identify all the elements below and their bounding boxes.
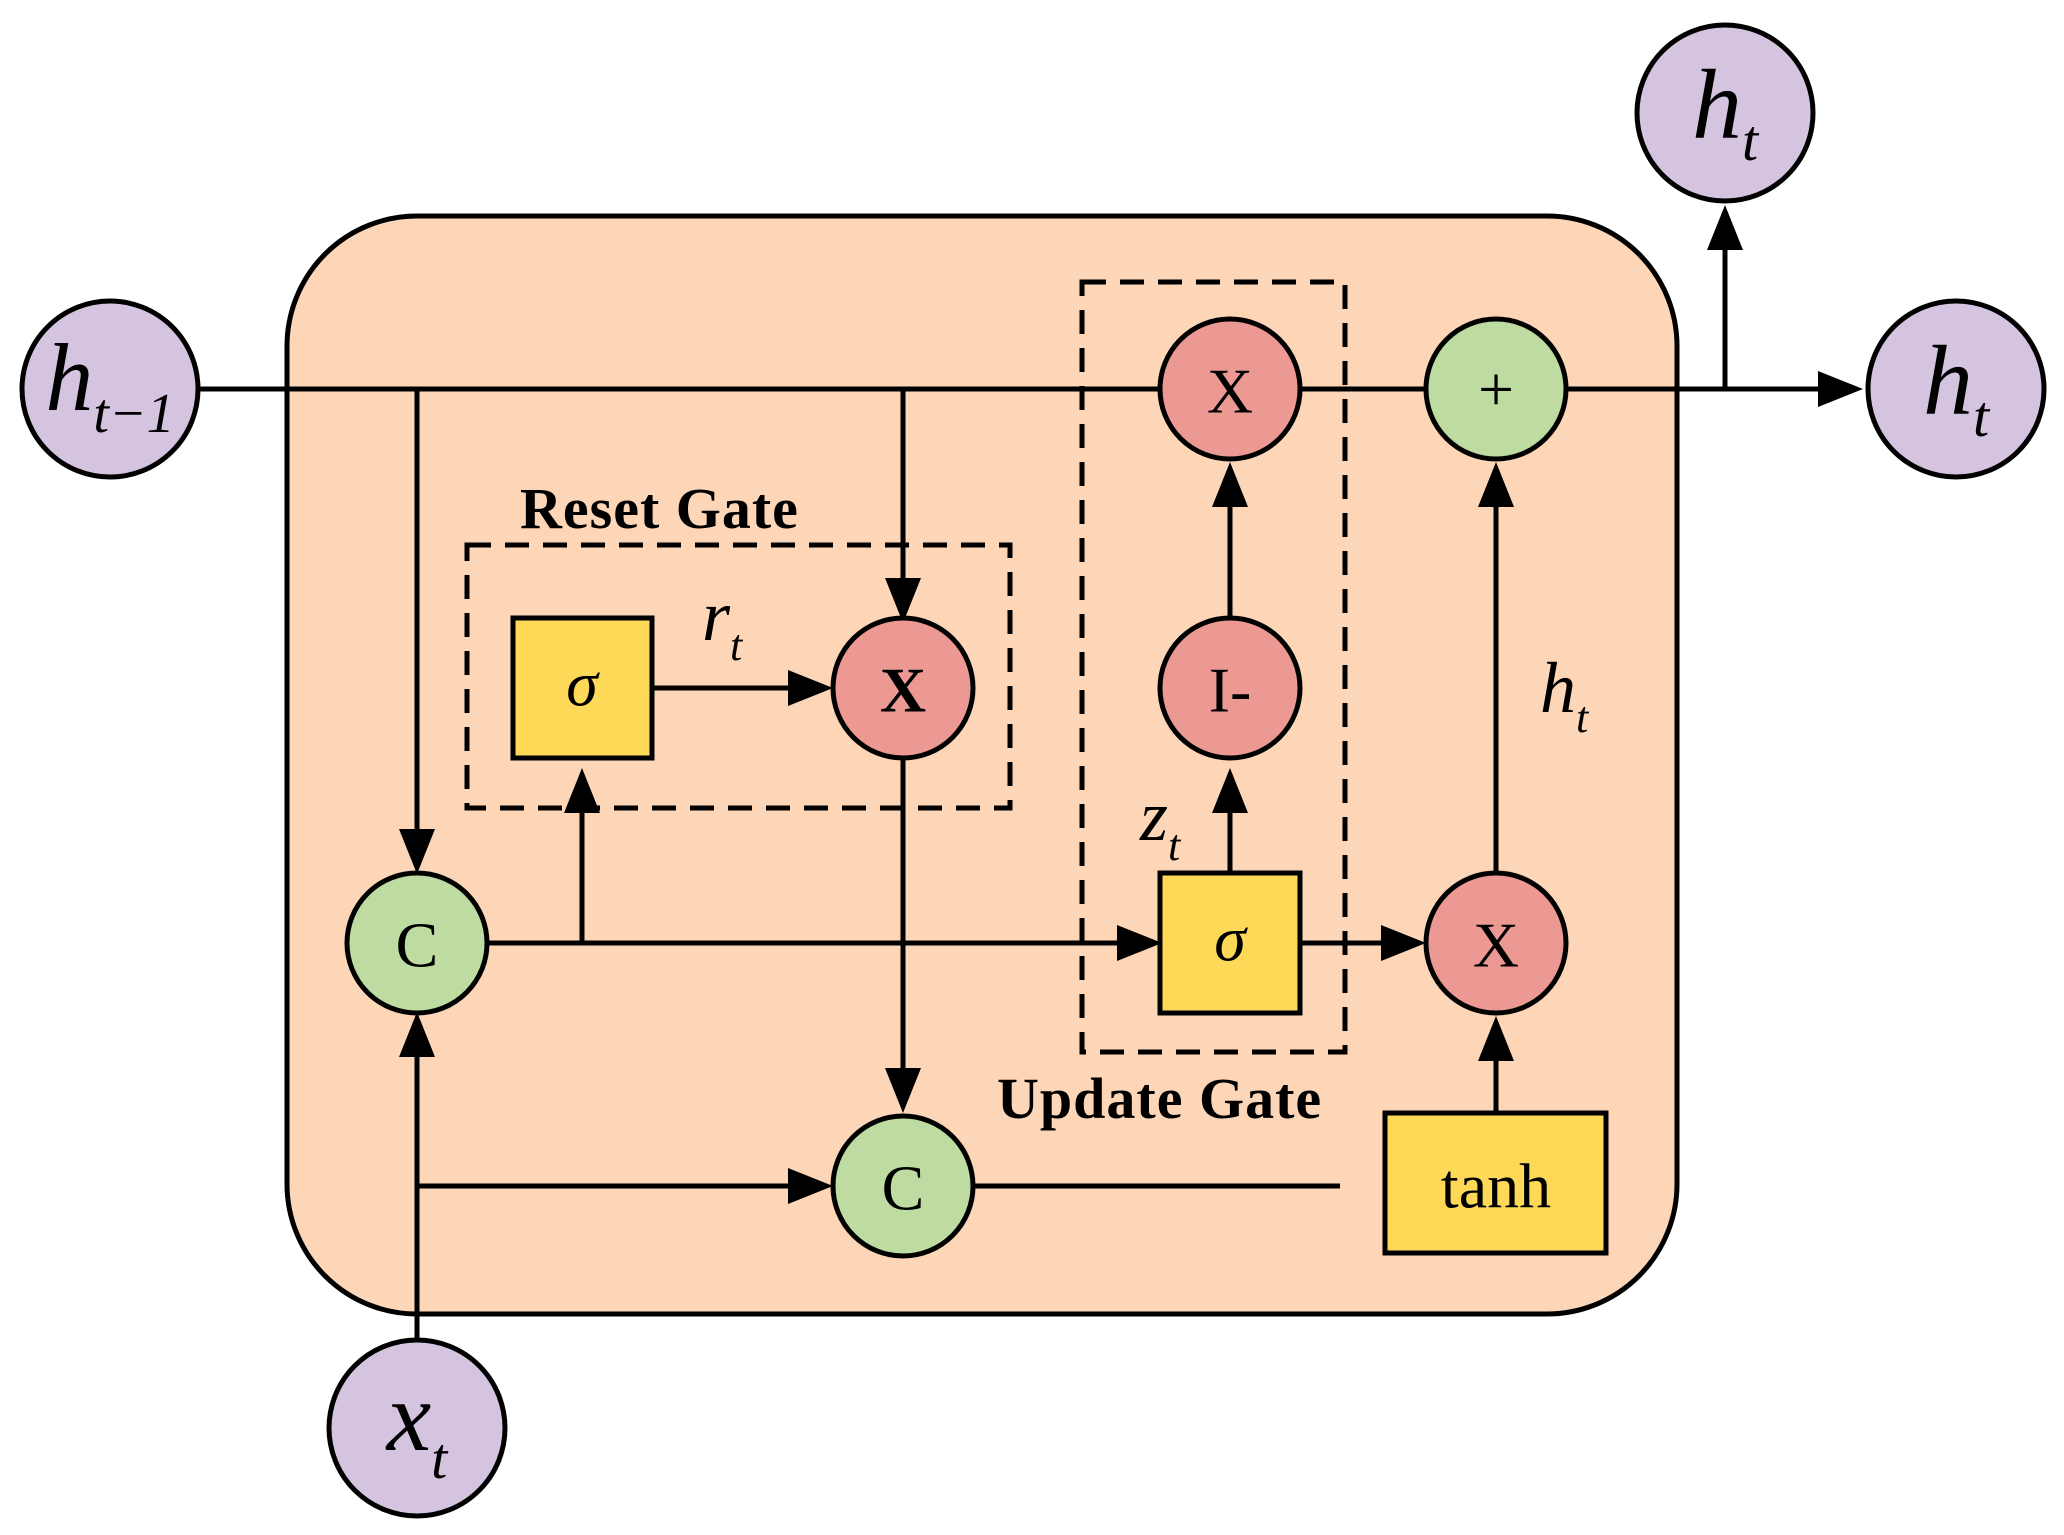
concat-2-circle <box>830 1113 976 1259</box>
arrowhead-to-concat1 <box>399 829 435 874</box>
h-out-top-main: h <box>1692 49 1742 160</box>
arrowhead-to-add <box>1478 462 1514 507</box>
h-out-top-sub: t <box>1742 108 1760 173</box>
arrowhead-to-sigma-reset <box>564 768 600 813</box>
arrowhead-to-one-minus <box>1212 768 1248 813</box>
sigma-update-label: σ <box>1214 904 1248 975</box>
annotation-r-sub: t <box>730 621 744 670</box>
arrowhead-xt-to-concat1 <box>399 1012 435 1057</box>
arrowhead-to-mul-update <box>1381 925 1426 961</box>
node-x-in: xt <box>326 1337 508 1519</box>
arrowhead-to-output-right <box>1818 371 1863 407</box>
annotation-r: rt <box>702 576 744 670</box>
annotation-z: zt <box>1139 776 1182 870</box>
connections <box>197 245 1820 1340</box>
arrowhead-to-mul-reset <box>885 578 921 623</box>
node-sigma-update: σ <box>1157 870 1303 1016</box>
x-in-main: x <box>385 1361 431 1472</box>
annotation-h: ht <box>1540 648 1590 742</box>
one-minus-circle <box>1157 615 1303 761</box>
h-prev-sub: t−1 <box>93 383 174 445</box>
h-out-right-main: h <box>1923 325 1973 436</box>
h-prev-circle <box>19 298 201 480</box>
arrowhead-to-concat2-from-top <box>885 1068 921 1113</box>
node-tanh: tanh <box>1382 1110 1609 1256</box>
node-one-minus: I- <box>1157 615 1303 761</box>
svg-text:ht: ht <box>1923 325 1991 449</box>
add-circle <box>1423 316 1569 462</box>
update-gate-label: Update Gate <box>997 1066 1322 1131</box>
node-concat-2: C <box>830 1113 976 1259</box>
node-h-out-right: ht <box>1865 298 2047 480</box>
arrowhead-to-sigma-update <box>1117 925 1162 961</box>
node-h-out-top: ht <box>1634 22 1816 204</box>
reset-gate-region <box>464 542 1013 811</box>
sigma-reset-box <box>510 615 655 761</box>
node-h-prev: ht−1 <box>19 298 201 480</box>
mul-top-circle <box>1157 316 1303 462</box>
arrowhead-to-mul-reset-from-sigma <box>788 670 833 706</box>
arrowhead-tanh-to-mul-update <box>1478 1016 1514 1061</box>
concat-1-label: C <box>396 910 439 981</box>
h-out-right-circle <box>1865 298 2047 480</box>
node-sigma-reset: σ <box>510 615 655 761</box>
node-add: + <box>1423 316 1569 462</box>
annotation-h-sub: t <box>1576 693 1590 742</box>
tanh-box <box>1382 1110 1609 1256</box>
annotation-h-main: h <box>1540 648 1576 728</box>
tanh-label: tanh <box>1441 1151 1551 1222</box>
node-concat-1: C <box>344 870 490 1016</box>
svg-text:ht−1: ht−1 <box>45 324 174 445</box>
mul-top-label: X <box>1207 356 1253 427</box>
arrowhead-to-mul-top <box>1212 462 1248 507</box>
h-out-right-sub: t <box>1973 384 1991 449</box>
update-gate-region <box>1079 279 1348 1055</box>
sigma-reset-label: σ <box>566 649 600 720</box>
add-label: + <box>1478 354 1514 425</box>
concat-2-label: C <box>882 1153 925 1224</box>
arrowheads <box>399 205 1863 1204</box>
concat-1-circle <box>344 870 490 1016</box>
node-mul-update: X <box>1423 870 1569 1016</box>
mul-reset-label: X <box>880 655 926 726</box>
mul-reset-circle <box>830 615 976 761</box>
x-in-sub: t <box>431 1426 449 1491</box>
annotation-r-main: r <box>702 576 731 656</box>
gru-cell-background <box>284 213 1680 1317</box>
annotation-z-sub: t <box>1168 821 1182 870</box>
x-in-circle <box>326 1337 508 1519</box>
arrowhead-to-output-top <box>1707 205 1743 250</box>
svg-text:xt: xt <box>385 1361 449 1491</box>
mul-update-circle <box>1423 870 1569 1016</box>
h-prev-main: h <box>45 324 93 431</box>
node-mul-top: X <box>1157 316 1303 462</box>
svg-text:ht: ht <box>1692 49 1760 173</box>
node-mul-reset: X <box>830 615 976 761</box>
annotation-z-main: z <box>1139 776 1168 856</box>
arrowhead-to-concat2-from-left <box>788 1168 833 1204</box>
h-out-top-circle <box>1634 22 1816 204</box>
reset-gate-label: Reset Gate <box>520 476 799 541</box>
mul-update-label: X <box>1473 910 1519 981</box>
one-minus-label: I- <box>1209 655 1252 726</box>
sigma-update-box <box>1157 870 1303 1016</box>
